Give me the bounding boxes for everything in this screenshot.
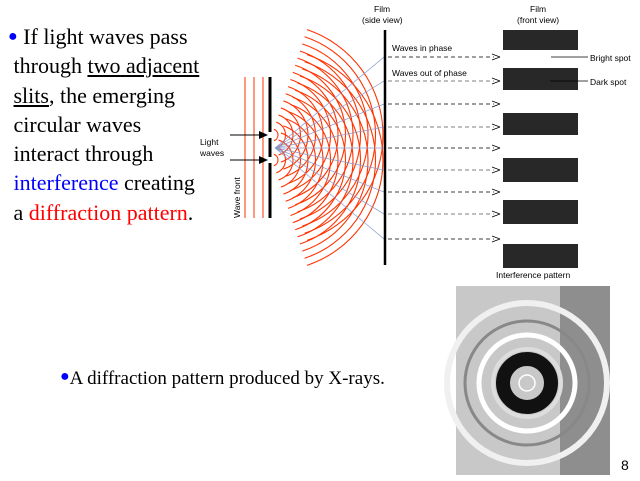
circular-wave	[304, 61, 376, 259]
film-front-sublabel: (front view)	[517, 15, 559, 25]
dark-band	[503, 30, 578, 50]
diffraction-ring	[476, 332, 578, 434]
text-two: two	[87, 53, 121, 79]
interference-ray	[274, 80, 385, 149]
circular-wave	[273, 153, 279, 167]
bullet-icon: ●	[8, 28, 18, 45]
interference-ray	[274, 147, 385, 215]
circular-wave	[287, 86, 324, 184]
circular-wave	[287, 111, 324, 209]
light-waves-label: Light	[200, 137, 219, 147]
text-adjacent: adjacent	[125, 53, 200, 79]
xray-diffraction-image	[444, 286, 610, 475]
circular-wave	[297, 57, 354, 213]
arrowhead-icon	[259, 131, 268, 139]
arrowhead-icon	[491, 77, 501, 85]
diffraction-ring	[518, 374, 536, 392]
film-side-sublabel: (side view)	[362, 15, 403, 25]
text-slits: slits	[13, 82, 49, 108]
circular-wave	[295, 89, 347, 231]
circular-wave	[280, 132, 301, 188]
circular-wave	[302, 68, 369, 252]
arrowhead-icon	[491, 235, 501, 243]
interference-ray	[274, 56, 385, 149]
circular-wave	[278, 139, 294, 181]
text: , the emerging	[48, 82, 176, 108]
circular-wave	[297, 82, 354, 238]
arrowhead-icon	[491, 53, 501, 61]
circular-wave	[306, 54, 384, 266]
waves-in-phase-label: Waves in phase	[392, 43, 452, 53]
text-line: circular waves	[13, 111, 142, 137]
diffraction-ring	[463, 319, 591, 447]
interference-pattern-label: Interference pattern	[496, 270, 570, 280]
arrowhead-icon	[491, 100, 501, 108]
circular-wave	[285, 118, 317, 202]
page-number: 8	[621, 457, 629, 473]
interference-ray	[274, 147, 385, 193]
circular-wave	[304, 36, 376, 234]
interference-ray	[274, 126, 385, 149]
arrowhead-icon	[491, 188, 501, 196]
text-diffraction-pattern: diffraction pattern	[28, 199, 188, 225]
circular-wave	[295, 64, 347, 206]
text-line: If light waves pass	[23, 24, 188, 49]
circular-wave	[299, 50, 361, 220]
light-waves-sublabel: waves	[199, 148, 224, 158]
dark-band	[503, 158, 578, 182]
caption-text: A diffraction pattern produced by X-rays…	[69, 368, 385, 389]
text-interference: interference	[13, 170, 119, 196]
text: .	[187, 199, 194, 225]
text: a	[13, 199, 29, 225]
dark-band	[503, 68, 578, 90]
arrowhead-icon	[491, 144, 501, 152]
interference-ray	[274, 103, 385, 149]
circular-wave	[306, 29, 384, 241]
arrowhead-icon	[491, 210, 501, 218]
bullet-text-2: ●A diffraction pattern produced by X-ray…	[60, 368, 385, 390]
text-line: interact through	[13, 141, 154, 167]
wave-front-label: Wave front	[232, 177, 242, 218]
text: creating	[118, 170, 195, 196]
bright-spot-label: Bright spot	[590, 53, 631, 63]
circular-wave	[290, 103, 331, 217]
circular-wave	[290, 78, 331, 192]
dark-band	[503, 200, 578, 224]
bullet-text-1: ● If light waves pass through two adjace…	[8, 22, 199, 227]
circular-wave	[302, 43, 369, 227]
diffraction-ring	[491, 347, 563, 419]
film-side-label: Film	[374, 4, 390, 14]
circular-wave	[273, 128, 279, 142]
dark-band	[503, 113, 578, 135]
dark-band	[503, 244, 578, 268]
arrowhead-icon	[259, 156, 268, 164]
dark-spot-label: Dark spot	[590, 77, 627, 87]
arrowhead-icon	[491, 166, 501, 174]
circular-wave	[292, 96, 339, 224]
waves-out-of-phase-label: Waves out of phase	[392, 68, 467, 78]
circular-wave	[292, 71, 339, 199]
film-front-label: Film	[530, 4, 546, 14]
diffraction-ring	[496, 352, 558, 414]
bullet-icon: ●	[60, 368, 70, 385]
circular-wave	[299, 75, 361, 245]
text: through	[13, 53, 88, 79]
diffraction-ring	[444, 300, 610, 466]
arrowhead-icon	[491, 123, 501, 131]
circular-wave	[283, 125, 309, 195]
interference-ray	[274, 147, 385, 240]
interference-ray	[274, 147, 385, 171]
